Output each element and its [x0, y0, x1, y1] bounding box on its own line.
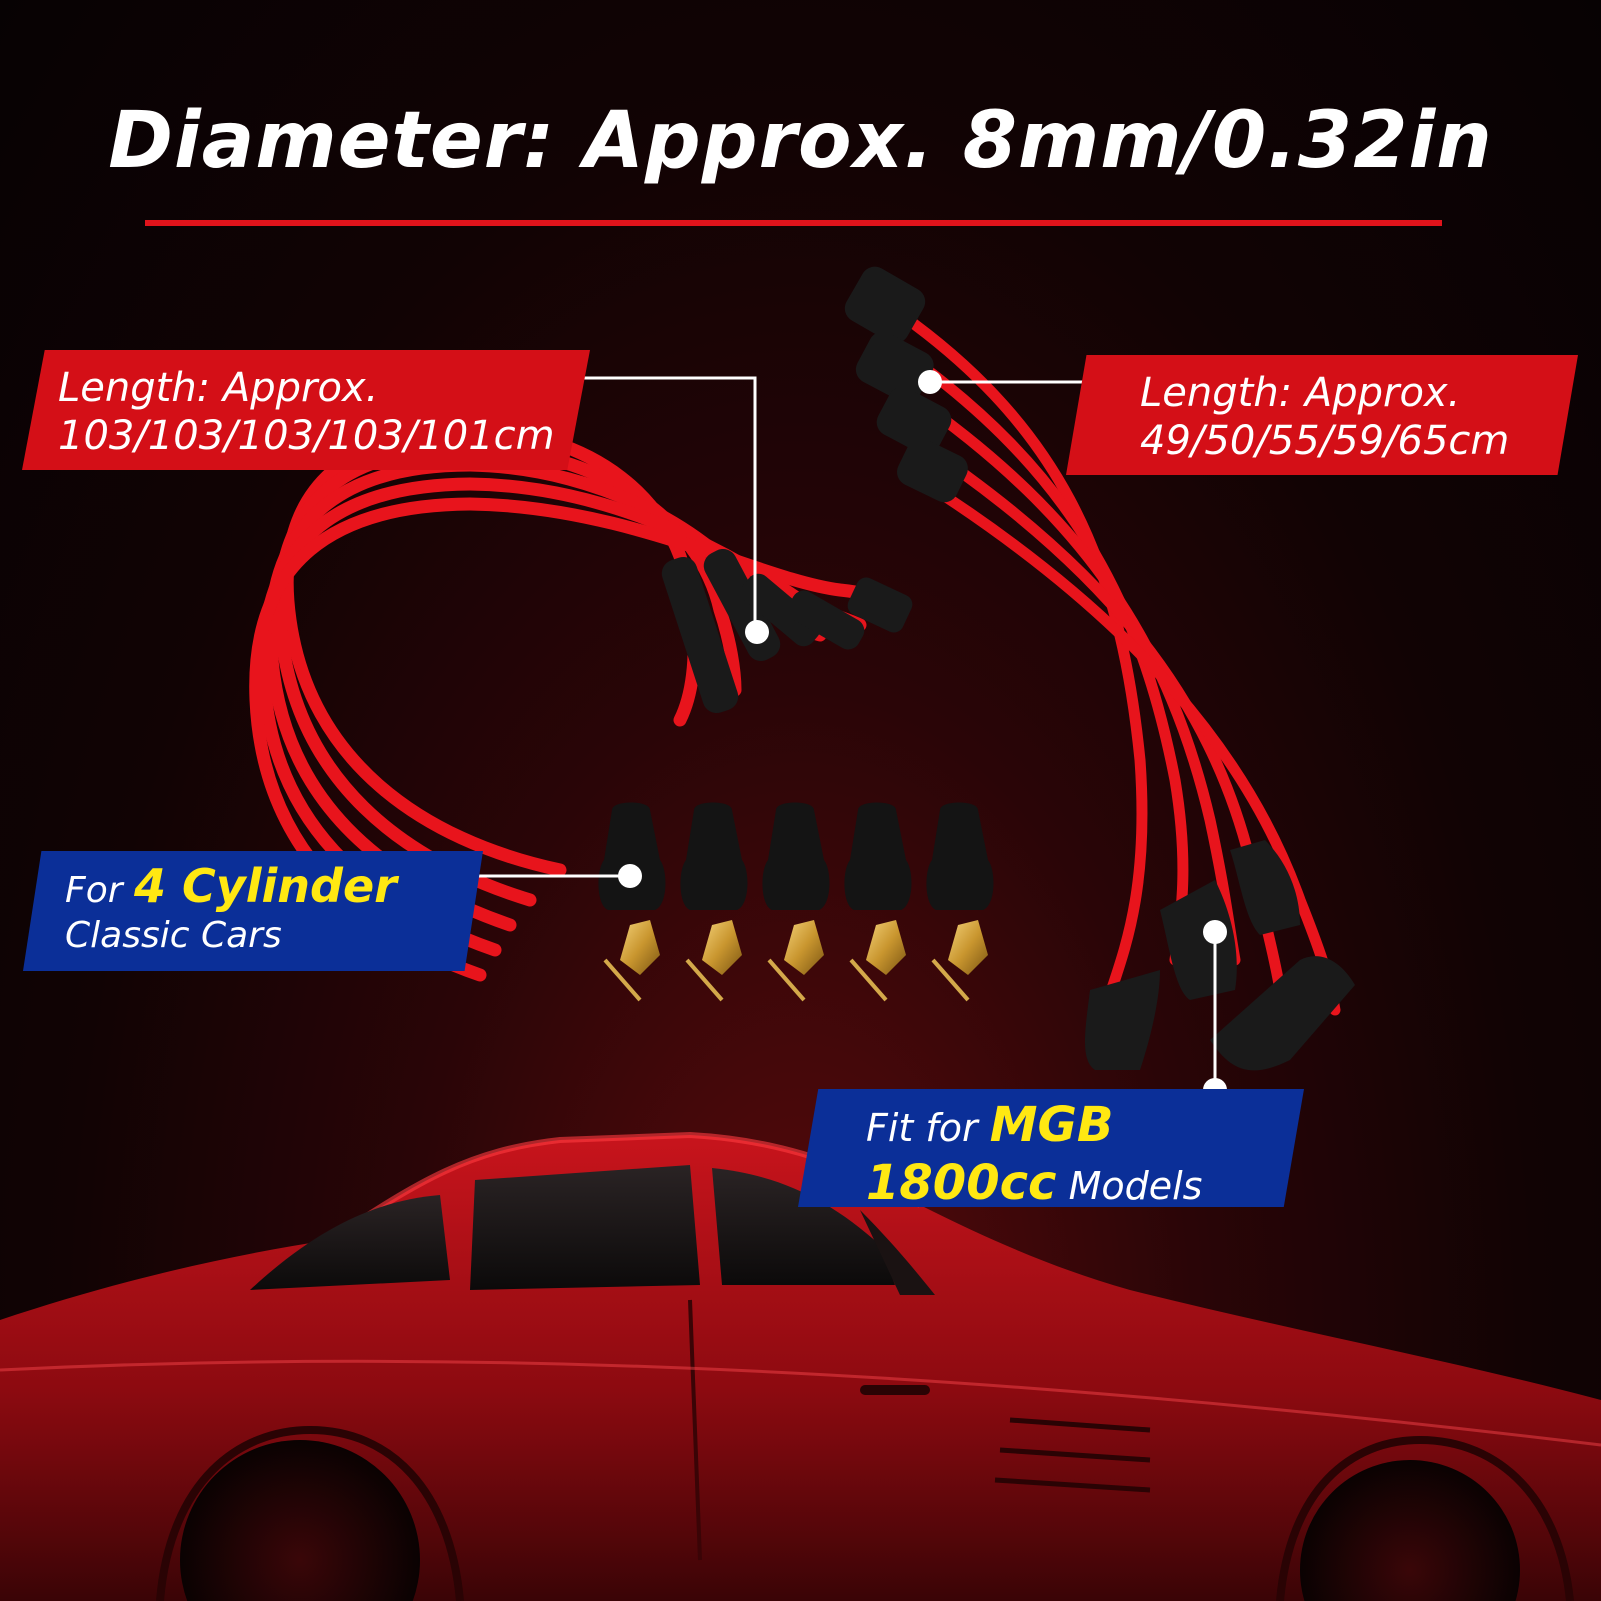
application-prefix: For — [65, 870, 123, 911]
long-wire-length-label: Length: Approx. 103/103/103/103/101cm — [22, 350, 590, 470]
cylinder-application-label: For 4 Cylinder Classic Cars — [23, 851, 483, 971]
short-wire-plug-boots — [1085, 840, 1355, 1071]
car-rear-window — [250, 1195, 450, 1290]
application-line2: Classic Cars — [65, 915, 282, 957]
car-door-handle — [860, 1385, 930, 1395]
headline-underline — [145, 220, 1442, 226]
car-rear-wheel-arch — [156, 1425, 464, 1601]
fitment-suffix: Models — [1068, 1163, 1203, 1208]
classic-car-illustration — [0, 1131, 1601, 1601]
car-front-window — [712, 1168, 895, 1285]
car-character-line — [0, 1359, 1601, 1447]
brass-terminals — [603, 920, 988, 1002]
car-front-wheel — [1300, 1460, 1520, 1601]
short-wire-length-line2: 49/50/55/59/65cm — [1140, 418, 1510, 464]
application-highlight: 4 Cylinder — [134, 859, 397, 913]
short-wire-length-line1: Length: Approx. — [1140, 370, 1461, 416]
long-wire-length-line1: Length: Approx. — [58, 365, 379, 411]
car-front-wheel-arch — [1276, 1435, 1574, 1601]
short-wire-coil-boots — [844, 266, 968, 503]
headline: Diameter: Approx. 8mm/0.32in — [108, 96, 1493, 186]
car-windshield — [860, 1210, 935, 1295]
fitment-label: Fit for MGB 1800cc Models — [798, 1089, 1304, 1207]
fitment-prefix: Fit for — [866, 1106, 978, 1150]
spark-plug-boots — [598, 802, 994, 910]
car-rear-wheel — [180, 1440, 420, 1601]
car-side-vents — [994, 1417, 1151, 1493]
callout-leaders — [440, 376, 1217, 1090]
car-door-line — [688, 1299, 702, 1561]
car-side-window — [470, 1165, 700, 1290]
fitment-engine: 1800cc — [866, 1154, 1057, 1211]
long-wire-length-line2: 103/103/103/103/101cm — [58, 413, 555, 459]
short-wire-length-label: Length: Approx. 49/50/55/59/65cm — [1066, 355, 1578, 475]
long-wire-boots — [661, 548, 913, 714]
fitment-model: MGB — [989, 1097, 1114, 1153]
